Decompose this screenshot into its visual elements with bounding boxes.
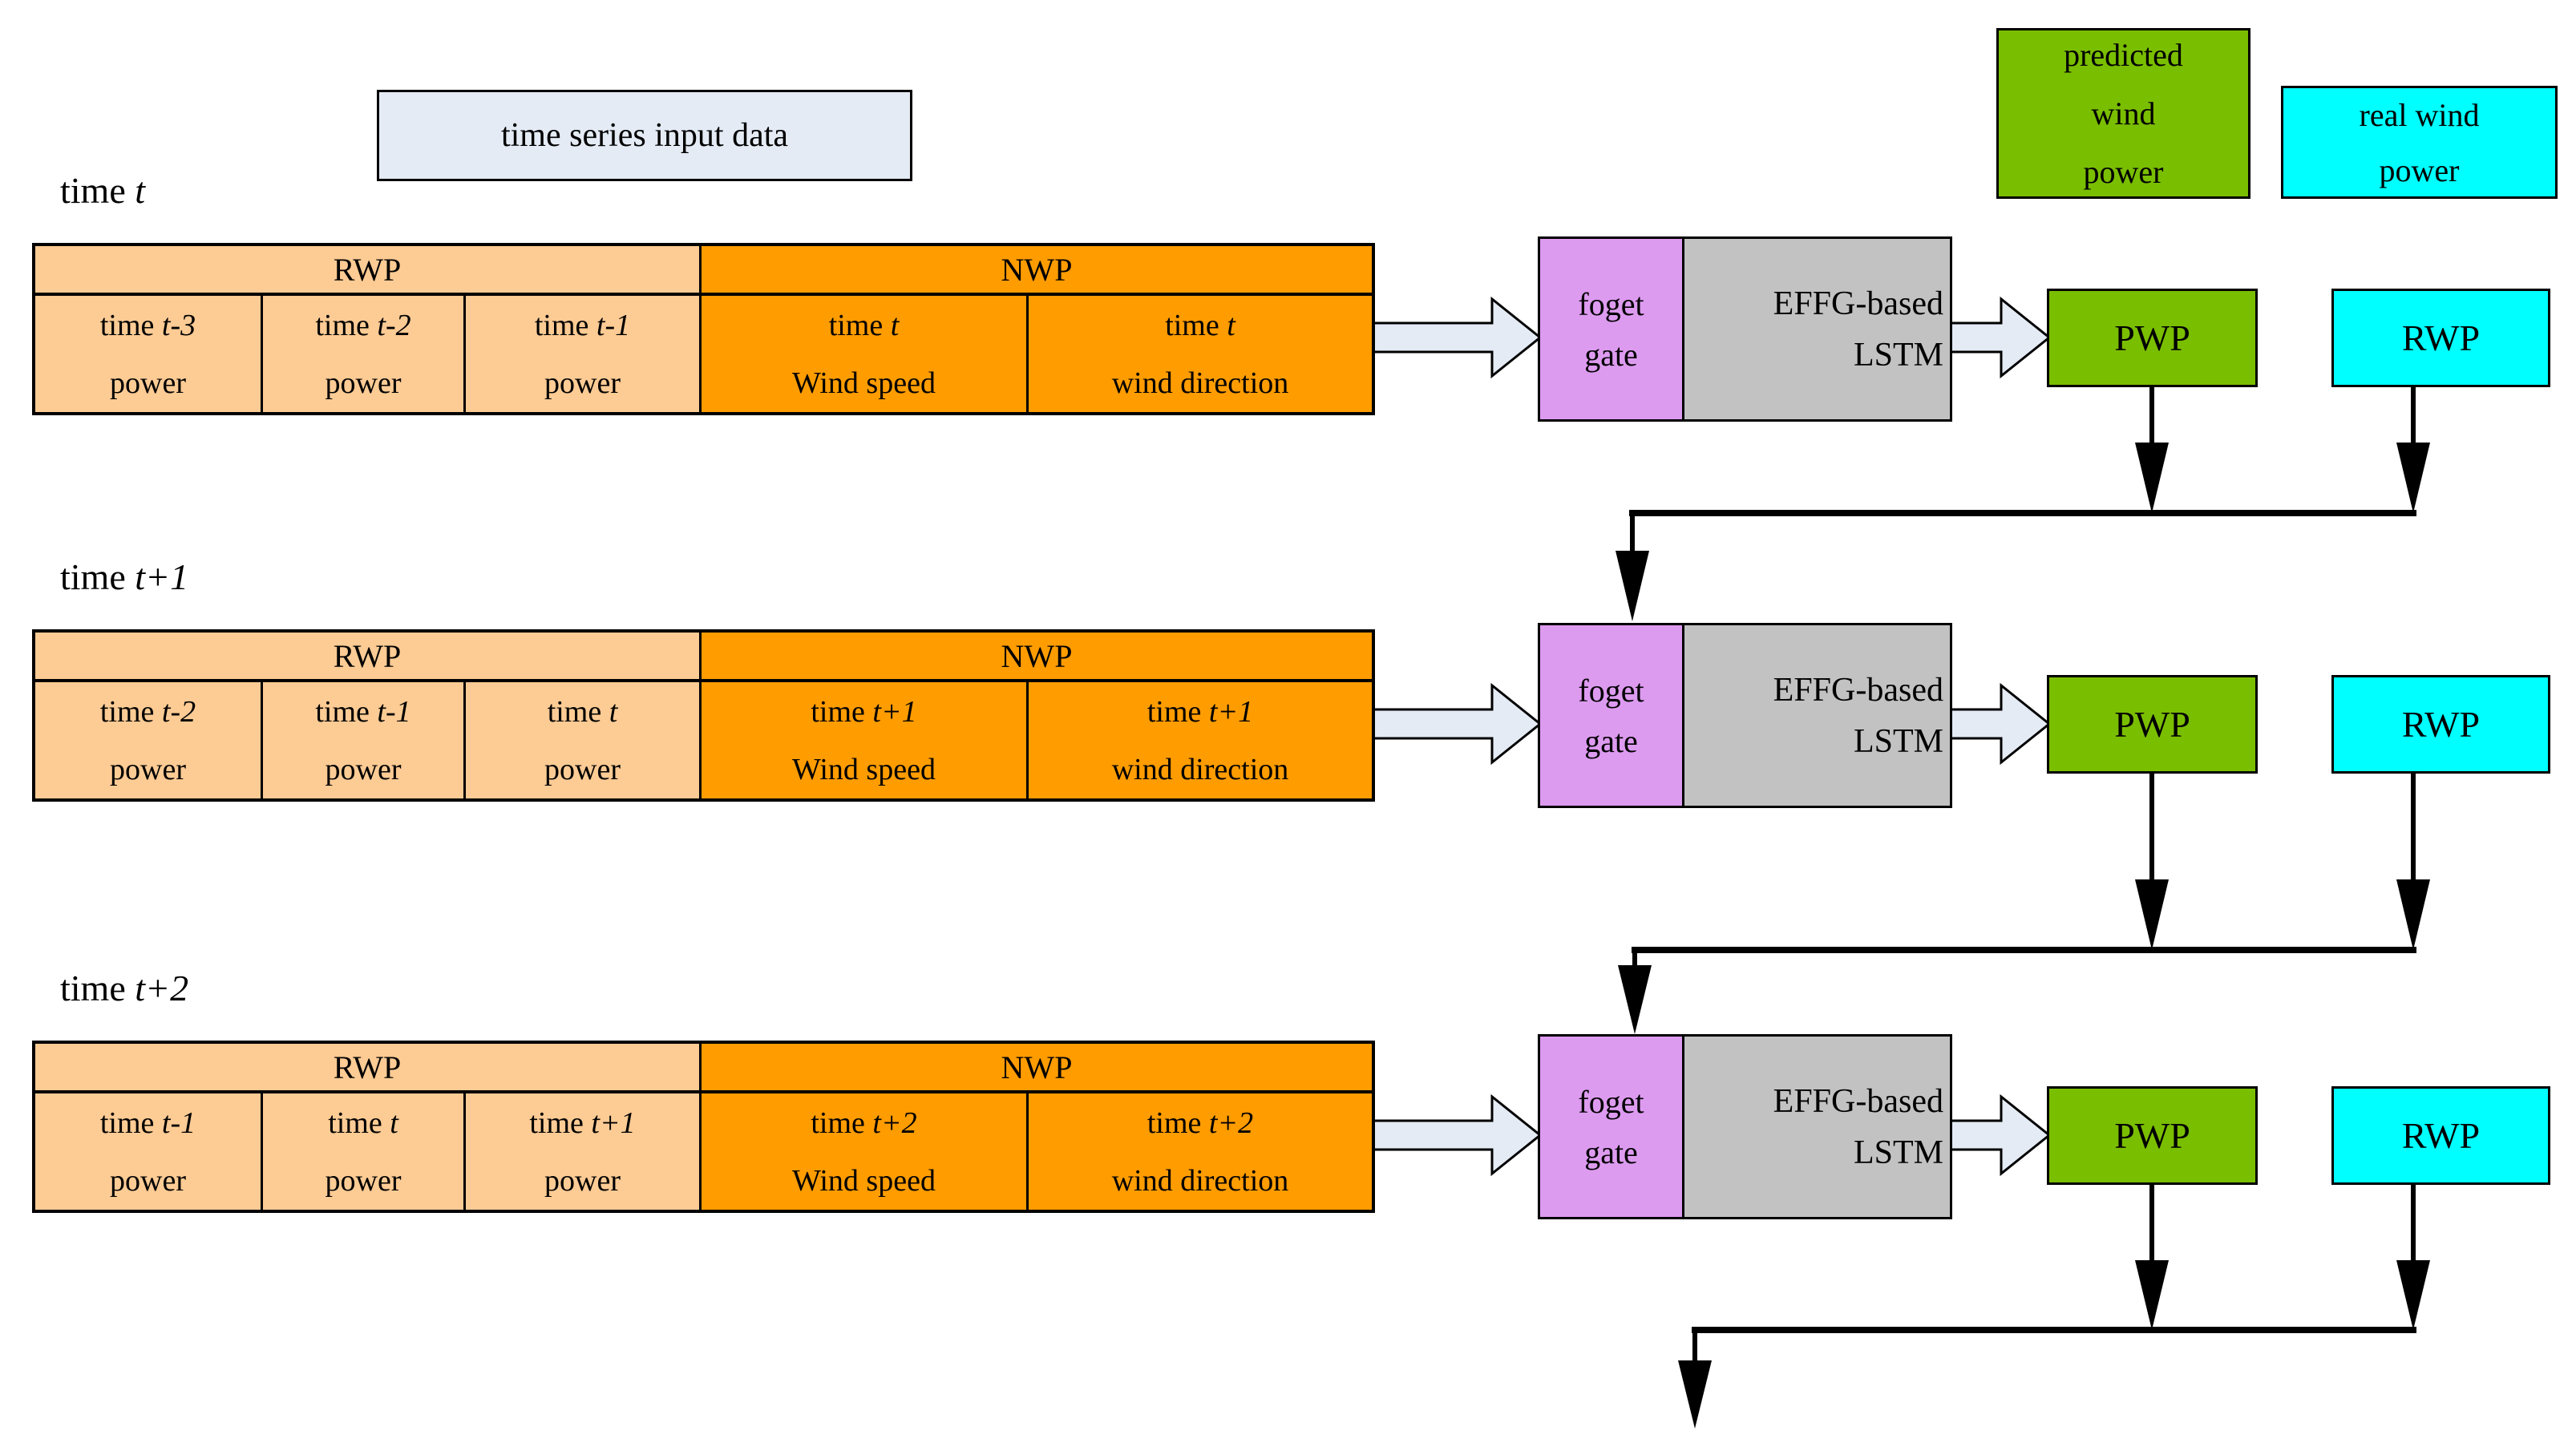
lstm-block: foget gate EFFG-based LSTM <box>1538 236 1952 422</box>
block-arrow-table-to-gate-row3 <box>1370 1093 1543 1177</box>
connector-pwp1-arrowhead <box>2135 443 2169 513</box>
table-cell-power-2: time t-1 power <box>261 682 463 798</box>
table-cell-wind-direction: time t+2 wind direction <box>1026 1093 1372 1210</box>
input-table: RWP NWP time t-2 power time t-1 power ti… <box>32 629 1375 802</box>
table-cell-wind-speed: time t+2 Wind speed <box>699 1093 1026 1210</box>
connector-rwp2-arrowhead <box>2396 879 2430 950</box>
lstm-block: foget gate EFFG-based LSTM <box>1538 623 1952 808</box>
row-time-label: time t+2 <box>60 968 189 1008</box>
legend-predicted-line: predicted <box>2064 37 2183 73</box>
block-arrow-table-to-gate-row1 <box>1370 296 1543 379</box>
table-cell-wind-speed: time t+1 Wind speed <box>699 682 1026 798</box>
rwp-header-cell: RWP <box>35 1044 699 1093</box>
forget-gate-box: foget gate <box>1540 625 1684 806</box>
table-cell-wind-direction: time t+1 wind direction <box>1026 682 1372 798</box>
table-cell-wind-direction: time t wind direction <box>1026 296 1372 412</box>
rwp-header-cell: RWP <box>35 633 699 682</box>
table-cell-power-1: time t-3 power <box>99 308 196 400</box>
connector-pwp2-arrowhead <box>2135 879 2169 950</box>
effg-lstm-box: EFFG-based LSTM <box>1684 239 1950 419</box>
row-time-label: time t <box>60 170 146 211</box>
effg-lstm-box: EFFG-based LSTM <box>1684 625 1950 806</box>
time-series-input-data-box: time series input data <box>377 90 912 181</box>
block-arrow-lstm-to-pwp-row3 <box>1949 1093 2052 1177</box>
connector-drop1-arrowhead <box>1616 551 1649 621</box>
legend-predicted-wind-power: predicted wind power <box>1996 28 2250 199</box>
input-table: RWP NWP time t-3 power time t-2 power ti… <box>32 243 1375 415</box>
table-cell-power-1: time t-2 power <box>99 694 196 786</box>
rwp-box: RWP <box>2331 1086 2550 1185</box>
lstm-block: foget gate EFFG-based LSTM <box>1538 1034 1952 1219</box>
table-cell-power-3: time t-1 power <box>463 296 699 412</box>
legend-real-wind-power: real wind power <box>2281 86 2558 199</box>
block-arrow-table-to-gate-row2 <box>1370 682 1543 766</box>
table-cell-power-3: time t+1 power <box>463 1093 699 1210</box>
pwp-box: PWP <box>2047 1086 2258 1185</box>
nwp-header-cell: NWP <box>699 633 1372 682</box>
rwp-box: RWP <box>2331 289 2550 387</box>
effg-lstm-box: EFFG-based LSTM <box>1684 1037 1950 1217</box>
nwp-header-cell: NWP <box>699 246 1372 296</box>
legend-real-line: real wind <box>2359 96 2480 133</box>
connector-rwp3-arrowhead <box>2396 1260 2430 1330</box>
nwp-header-cell: NWP <box>699 1044 1372 1093</box>
connector-drop2-arrowhead <box>1618 965 1652 1034</box>
block-arrow-lstm-to-pwp-row2 <box>1949 682 2052 766</box>
legend-predicted-line: wind <box>2091 95 2156 131</box>
time-series-input-data-label: time series input data <box>500 117 789 154</box>
table-cell-power-2: time t-2 power <box>261 296 463 412</box>
table-cell-power-2: time t power <box>261 1093 463 1210</box>
connector-exit-arrowhead <box>1678 1360 1712 1429</box>
pwp-box: PWP <box>2047 289 2258 387</box>
block-arrow-lstm-to-pwp-row1 <box>1949 296 2052 379</box>
table-cell-power-3: time t power <box>463 682 699 798</box>
connector-pwp3-arrowhead <box>2135 1260 2169 1330</box>
forget-gate-box: foget gate <box>1540 239 1684 419</box>
row-time-label: time t+1 <box>60 556 189 597</box>
input-table: RWP NWP time t-1 power time t power time… <box>32 1041 1375 1213</box>
rwp-box: RWP <box>2331 675 2550 774</box>
rwp-header-cell: RWP <box>35 246 699 296</box>
table-cell-wind-speed: time t Wind speed <box>699 296 1026 412</box>
legend-real-line: power <box>2379 152 2460 188</box>
forget-gate-box: foget gate <box>1540 1037 1684 1217</box>
pwp-box: PWP <box>2047 675 2258 774</box>
connector-rwp1-arrowhead <box>2396 443 2430 513</box>
legend-predicted-line: power <box>2083 154 2164 190</box>
table-cell-power-1: time t-1 power <box>99 1105 196 1198</box>
